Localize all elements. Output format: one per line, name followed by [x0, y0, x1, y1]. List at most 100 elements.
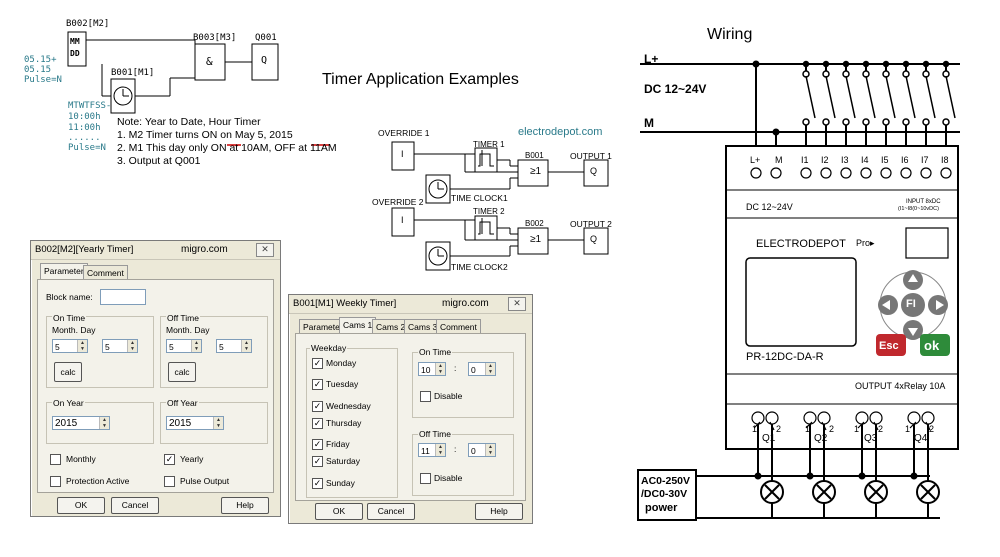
switch-contact [882, 118, 890, 126]
off-colon: : [454, 444, 457, 454]
esc-button[interactable]: Esc [879, 340, 899, 352]
on-day-spinner[interactable]: 5▲▼ [102, 339, 138, 353]
note-off: OFF [274, 142, 296, 154]
weekly-close-button[interactable]: ✕ [508, 297, 526, 311]
off-hour-spinner[interactable]: 11▲▼ [418, 443, 446, 457]
off-minute-spinner[interactable]: 0▲▼ [468, 443, 496, 457]
tuesday-checkbox[interactable]: ✓ [312, 379, 323, 390]
q4-label: Q4 [914, 433, 928, 444]
on-year-label: On Year [52, 398, 85, 408]
off-day-spinner[interactable]: 5▲▼ [216, 339, 252, 353]
param-time-on: 10:00h [68, 112, 101, 122]
note-on: ON [210, 142, 227, 154]
lamp-cross [868, 484, 884, 500]
and-symbol: & [206, 55, 213, 68]
param-date-off: 05.15 [24, 65, 52, 75]
on-month-spinner[interactable]: 5▲▼ [52, 339, 88, 353]
weekly-ok-button[interactable]: OK [315, 503, 363, 520]
yearly-label: Yearly [180, 454, 204, 464]
input-terminal-screw [920, 167, 932, 179]
wiring-title: Wiring [707, 26, 753, 43]
param-dots: ...... [68, 133, 101, 143]
switch-contact [942, 118, 950, 126]
on-calc-button[interactable]: calc [54, 362, 82, 382]
yearly-cancel-button[interactable]: Cancel [111, 497, 159, 514]
timeclock1-label: TIME CLOCK1 [451, 193, 508, 203]
off-disable-checkbox[interactable] [420, 473, 431, 484]
plc-output-label: OUTPUT 4xRelay 10A [855, 381, 946, 391]
q4-pin1: 1 [905, 424, 911, 434]
power-label-a: AC0-250V [641, 475, 691, 487]
switch-blade [805, 75, 816, 119]
term-i8: I8 [941, 155, 949, 165]
weekly-brand: migro.com [442, 298, 489, 309]
param-date-on: 05.15+ [24, 55, 57, 65]
q-symbol: Q [261, 55, 268, 66]
output-terminal-screw [803, 411, 817, 425]
junction-dot [902, 60, 910, 68]
pulse-checkbox[interactable] [164, 476, 175, 487]
weekly-off-time-label: Off Time [418, 429, 452, 439]
monday-label: Monday [326, 358, 357, 368]
yearly-timer-dialog: B002[M2][Yearly Timer] migro.com ✕ Param… [30, 240, 281, 517]
weekly-tab-comment[interactable]: Comment [436, 319, 481, 334]
override2-i: I [401, 215, 404, 225]
lamp-cross [920, 484, 936, 500]
block-name-label: Block name: [46, 292, 93, 302]
q2-pin2: 2 [829, 424, 835, 434]
on-time-label: On Time [52, 313, 87, 323]
saturday-checkbox[interactable]: ✓ [312, 456, 323, 467]
lplus-label: L+ [644, 52, 659, 66]
mm-label: MM [70, 37, 80, 46]
yearly-help-button[interactable]: Help [221, 497, 269, 514]
monday-checkbox[interactable]: ✓ [312, 358, 323, 369]
q1-pin1: 1 [752, 424, 758, 434]
protection-label: Protection Active [66, 476, 130, 486]
yearly-checkbox[interactable]: ✓ [164, 454, 175, 465]
off-year-group [160, 402, 268, 444]
sunday-checkbox[interactable]: ✓ [312, 478, 323, 489]
fi-key[interactable]: FI [906, 298, 916, 310]
ok-key[interactable]: ok [924, 338, 940, 353]
wednesday-checkbox[interactable]: ✓ [312, 401, 323, 412]
off-calc-button[interactable]: calc [168, 362, 196, 382]
input-terminal-screw [770, 167, 782, 179]
q4-pin2: 2 [929, 424, 935, 434]
term-i3: I3 [841, 155, 849, 165]
override-diagram [391, 141, 609, 271]
monthly-checkbox[interactable] [50, 454, 61, 465]
off-year-spinner[interactable]: 2015▲▼ [166, 416, 224, 430]
output-terminal-screw [907, 411, 921, 425]
q001-label: Q001 [255, 33, 277, 43]
website-label: electrodepot.com [518, 126, 603, 138]
on-year-spinner[interactable]: 2015▲▼ [52, 416, 110, 430]
thursday-checkbox[interactable]: ✓ [312, 418, 323, 429]
wednesday-label: Wednesday [326, 401, 371, 411]
yearly-ok-button[interactable]: OK [57, 497, 105, 514]
yearly-close-button[interactable]: ✕ [256, 243, 274, 257]
on-hour-spinner[interactable]: 10▲▼ [418, 362, 446, 376]
weekly-help-button[interactable]: Help [475, 503, 523, 520]
lamp-cross [764, 484, 780, 500]
weekly-cancel-button[interactable]: Cancel [367, 503, 415, 520]
on-disable-checkbox[interactable] [420, 391, 431, 402]
on-minute-spinner[interactable]: 0▲▼ [468, 362, 496, 376]
off-month-spinner[interactable]: 5▲▼ [166, 339, 202, 353]
power-label-b: /DC0-30V [641, 488, 688, 500]
friday-checkbox[interactable]: ✓ [312, 439, 323, 450]
output-terminal-screw [765, 411, 779, 425]
switch-blade [865, 75, 876, 119]
q1-label: Q1 [762, 433, 776, 444]
block-name-input[interactable] [100, 289, 146, 305]
q3-pin2: 2 [878, 424, 884, 434]
off-time-group [160, 316, 268, 388]
param-time-off: 11:00h [68, 123, 101, 133]
switch-blade [885, 75, 896, 119]
param-weekdays: MTWTFSS- [68, 101, 112, 111]
plc-input-label-a: INPUT 8xDC [906, 199, 941, 205]
yearly-tab-comment[interactable]: Comment [83, 265, 128, 280]
power-label-c: power [645, 502, 678, 514]
term-i2: I2 [821, 155, 829, 165]
plc-dc-label: DC 12~24V [746, 202, 793, 212]
protection-checkbox[interactable] [50, 476, 61, 487]
